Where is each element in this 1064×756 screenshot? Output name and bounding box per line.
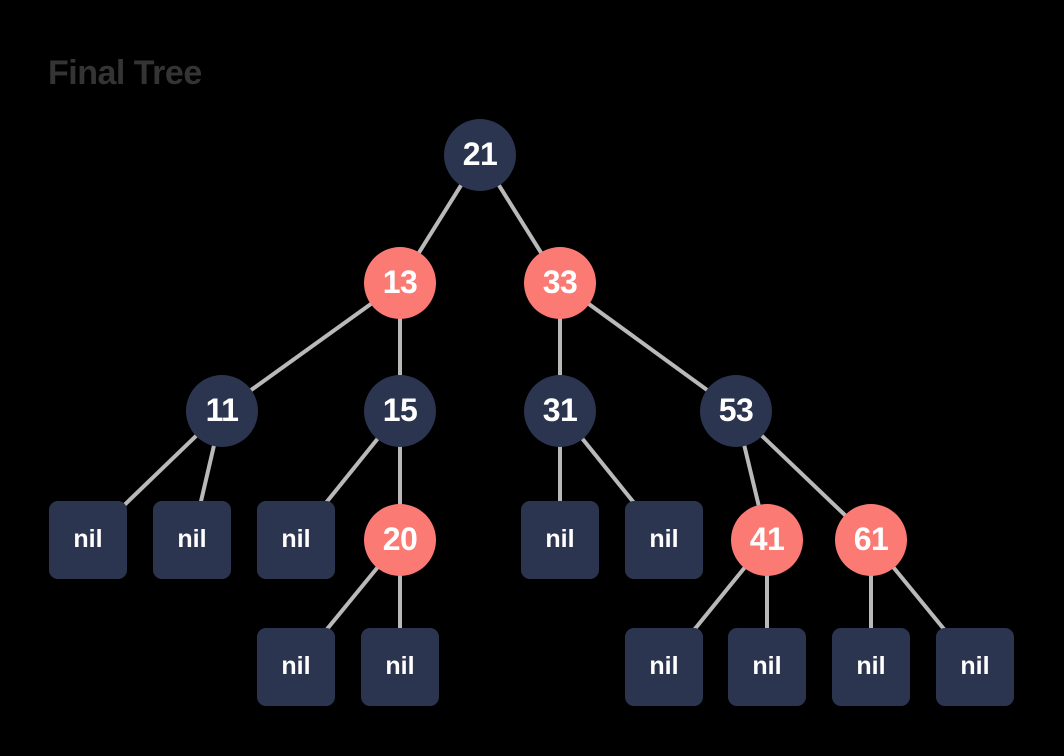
tree-node-11[interactable]: 11 (186, 375, 258, 447)
tree-edge (495, 182, 545, 258)
tree-node-53[interactable]: 53 (700, 375, 772, 447)
tree-node-label: 11 (205, 392, 239, 428)
tree-node-label: nil (177, 524, 207, 553)
tree-edge (890, 564, 955, 642)
tree-node-20[interactable]: 20 (364, 504, 436, 576)
tree-nil-leaf[interactable]: nil (832, 628, 910, 706)
tree-edge (415, 182, 465, 258)
tree-edge (111, 432, 200, 518)
tree-node-label: nil (281, 524, 311, 553)
tree-node-21[interactable]: 21 (444, 119, 516, 191)
tree-nil-leaf[interactable]: nil (49, 501, 127, 579)
page-title: Final Tree (48, 54, 202, 92)
tree-node-label: 13 (382, 264, 418, 300)
tree-node-label: nil (960, 651, 990, 680)
tree-edge (585, 300, 712, 394)
tree-nil-leaf[interactable]: nil (521, 501, 599, 579)
tree-node-41[interactable]: 41 (731, 504, 803, 576)
tree-nil-leaf[interactable]: nil (936, 628, 1014, 706)
tree-edge (684, 564, 748, 642)
tree-node-33[interactable]: 33 (524, 247, 596, 319)
tree-node-label: nil (73, 524, 103, 553)
tree-edge (579, 435, 645, 515)
tree-edge (741, 442, 762, 510)
tree-node-label: 53 (718, 392, 754, 428)
tree-edge (246, 300, 375, 395)
tree-edge (316, 564, 381, 642)
tree-node-61[interactable]: 61 (835, 504, 907, 576)
tree-node-13[interactable]: 13 (364, 247, 436, 319)
tree-nil-leaf[interactable]: nil (361, 628, 439, 706)
tree-node-label: 21 (462, 136, 498, 172)
tree-node-31[interactable]: 31 (524, 375, 596, 447)
tree-node-label: nil (281, 651, 311, 680)
tree-nil-leaf[interactable]: nil (257, 628, 335, 706)
tree-node-label: nil (649, 524, 679, 553)
tree-node-15[interactable]: 15 (364, 375, 436, 447)
tree-node-label: nil (385, 651, 415, 680)
tree-nil-leaf[interactable]: nil (625, 501, 703, 579)
tree-nil-leaf[interactable]: nil (728, 628, 806, 706)
tree-node-label: 15 (382, 392, 418, 428)
tree-node-label: nil (752, 651, 782, 680)
tree-node-label: 61 (853, 521, 889, 557)
tree-node-label: 20 (382, 521, 418, 557)
tree-node-label: nil (649, 651, 679, 680)
tree-node-label: nil (545, 524, 575, 553)
tree-nil-leaf[interactable]: nil (257, 501, 335, 579)
tree-node-label: nil (856, 651, 886, 680)
tree-node-label: 31 (542, 392, 578, 428)
tree-nil-leaf[interactable]: nil (625, 628, 703, 706)
tree-node-label: 41 (749, 521, 785, 557)
tree-edge (197, 442, 217, 508)
tree-edge (758, 432, 850, 520)
tree-edge (315, 435, 381, 515)
tree-node-label: 33 (542, 264, 578, 300)
tree-nil-leaf[interactable]: nil (153, 501, 231, 579)
